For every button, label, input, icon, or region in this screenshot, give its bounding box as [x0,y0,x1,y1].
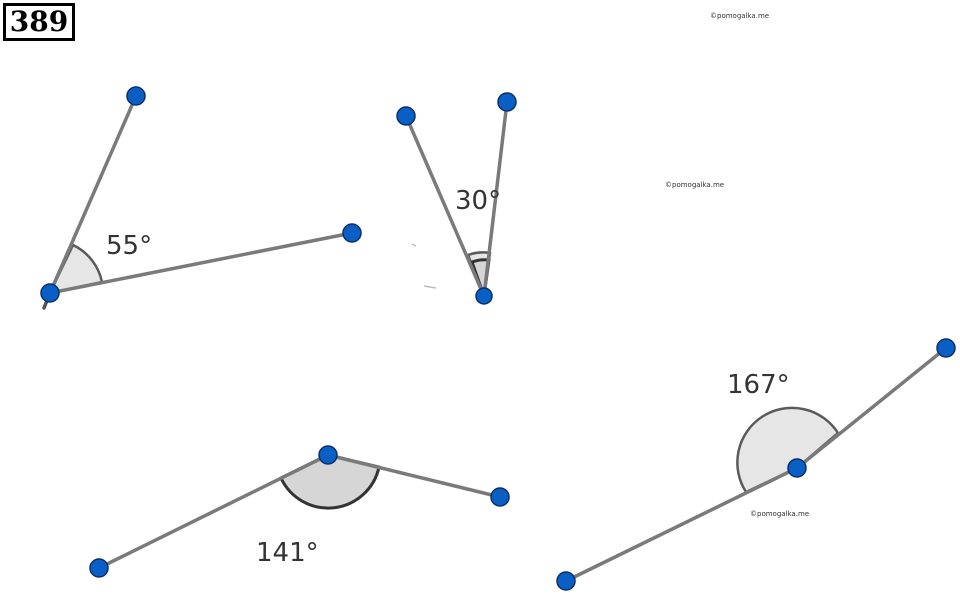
angle-30-left-point[interactable] [396,106,416,126]
angle-55-vertex-point[interactable] [40,283,60,303]
angle-30-vertex-point[interactable] [475,287,493,305]
angle-55-ray-lower [48,231,354,295]
angle-167-label: 167° [727,370,790,400]
angle-30-label: 30° [455,186,501,216]
angle-167-right-point[interactable] [936,338,956,358]
angle-141-vertex-point[interactable] [318,445,338,465]
angle-167-left-point[interactable] [556,571,576,591]
angle-167-vertex-point[interactable] [787,458,807,478]
angle-55: 55° [40,86,362,310]
angle-55-label: 55° [106,231,152,261]
angle-30: 30° [396,92,517,305]
angle-141-ray-left [97,453,330,570]
problem-number: 389 [3,3,75,41]
angle-30-ray-left [404,114,486,298]
angle-141: 141° [89,445,510,578]
angle-141-ray-right [326,453,502,499]
angle-141-left-point[interactable] [89,558,109,578]
angle-30-right-point[interactable] [497,92,517,112]
angle-167: 167° [556,338,956,591]
angle-141-right-point[interactable] [490,487,510,507]
angle-30-tick-mark [411,243,417,247]
angle-167-ray-right [795,346,948,470]
angle-30-ray-right [482,100,509,298]
watermark-middle: ©pomogalka.me [665,181,724,189]
watermark-bottom: ©pomogalka.me [750,510,809,518]
angle-30-base-mark [423,285,437,289]
angle-167-arc [736,406,840,494]
watermark-top: ©pomogalka.me [710,12,769,20]
angle-167-ray-left [564,466,799,583]
angle-55-right-point[interactable] [342,223,362,243]
angle-55-upper-point[interactable] [126,86,146,106]
angle-55-ray-upper [48,94,138,295]
angle-141-label: 141° [256,538,319,568]
angle-141-arc [279,453,381,510]
